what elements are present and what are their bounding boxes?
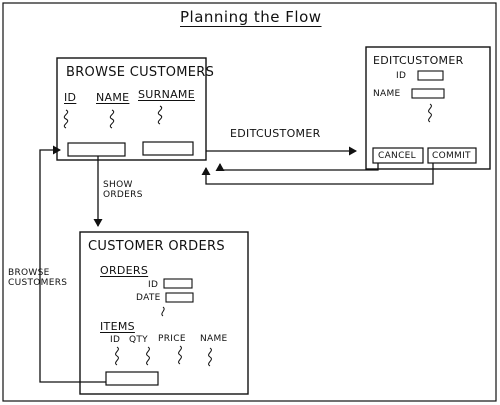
edit-name-label: Name [373,89,401,99]
browse-heading: Browse Customers [66,65,215,80]
browse-col-id: ID [64,91,77,104]
arrow-browse-customers [39,145,106,383]
show-orders-arrow-label: Show Orders [103,180,143,201]
edit-cancel-frame [372,147,424,164]
orders-id-field [163,278,193,289]
items-section-label: Items [100,320,135,333]
edit-window-frame [365,46,491,170]
edit-heading: EditCustomer [373,54,464,67]
orders-squiggle [161,306,165,317]
browse-col-name: Name [96,91,130,104]
items-col-price: Price [158,334,186,344]
edit-name-field [411,88,445,99]
page-border [2,2,497,402]
items-col-qty: QTY [129,335,148,345]
items-col-name: Name [200,334,228,344]
cancel-button: Cancel [378,151,416,161]
browse-window-frame [56,57,207,161]
items-squiggle-1 [115,346,119,366]
arrow-return-commit [201,163,434,185]
orders-heading: Customer Orders [88,239,225,254]
browse-customers-arrow-label: Browse Customers [8,268,68,289]
edit-id-label: ID [396,71,407,81]
browse-col-surname: Surname [138,88,195,101]
browse-squiggle-2 [109,109,115,129]
browse-button-left [67,142,126,157]
browse-squiggle-3 [157,105,163,125]
browse-button-right [142,141,194,156]
items-squiggle-3 [178,345,182,365]
orders-section-label: Orders [100,264,149,277]
items-squiggle-2 [146,346,150,366]
items-col-id: ID [110,335,121,345]
orders-id-label: ID [148,280,159,290]
edit-id-field [417,70,444,81]
orders-button [105,371,159,386]
orders-window-frame [79,231,249,395]
orders-date-label: Date [136,293,161,303]
orders-date-field [165,292,194,303]
edit-commit-frame [427,147,477,164]
browse-squiggle-1 [63,109,69,129]
edit-squiggle [428,103,432,123]
edit-customer-arrow-label: EditCustomer [230,127,321,140]
items-squiggle-4 [208,347,212,367]
commit-button: Commit [432,151,471,161]
arrow-return-cancel [215,163,379,171]
page-title: Planning the Flow [180,8,322,26]
